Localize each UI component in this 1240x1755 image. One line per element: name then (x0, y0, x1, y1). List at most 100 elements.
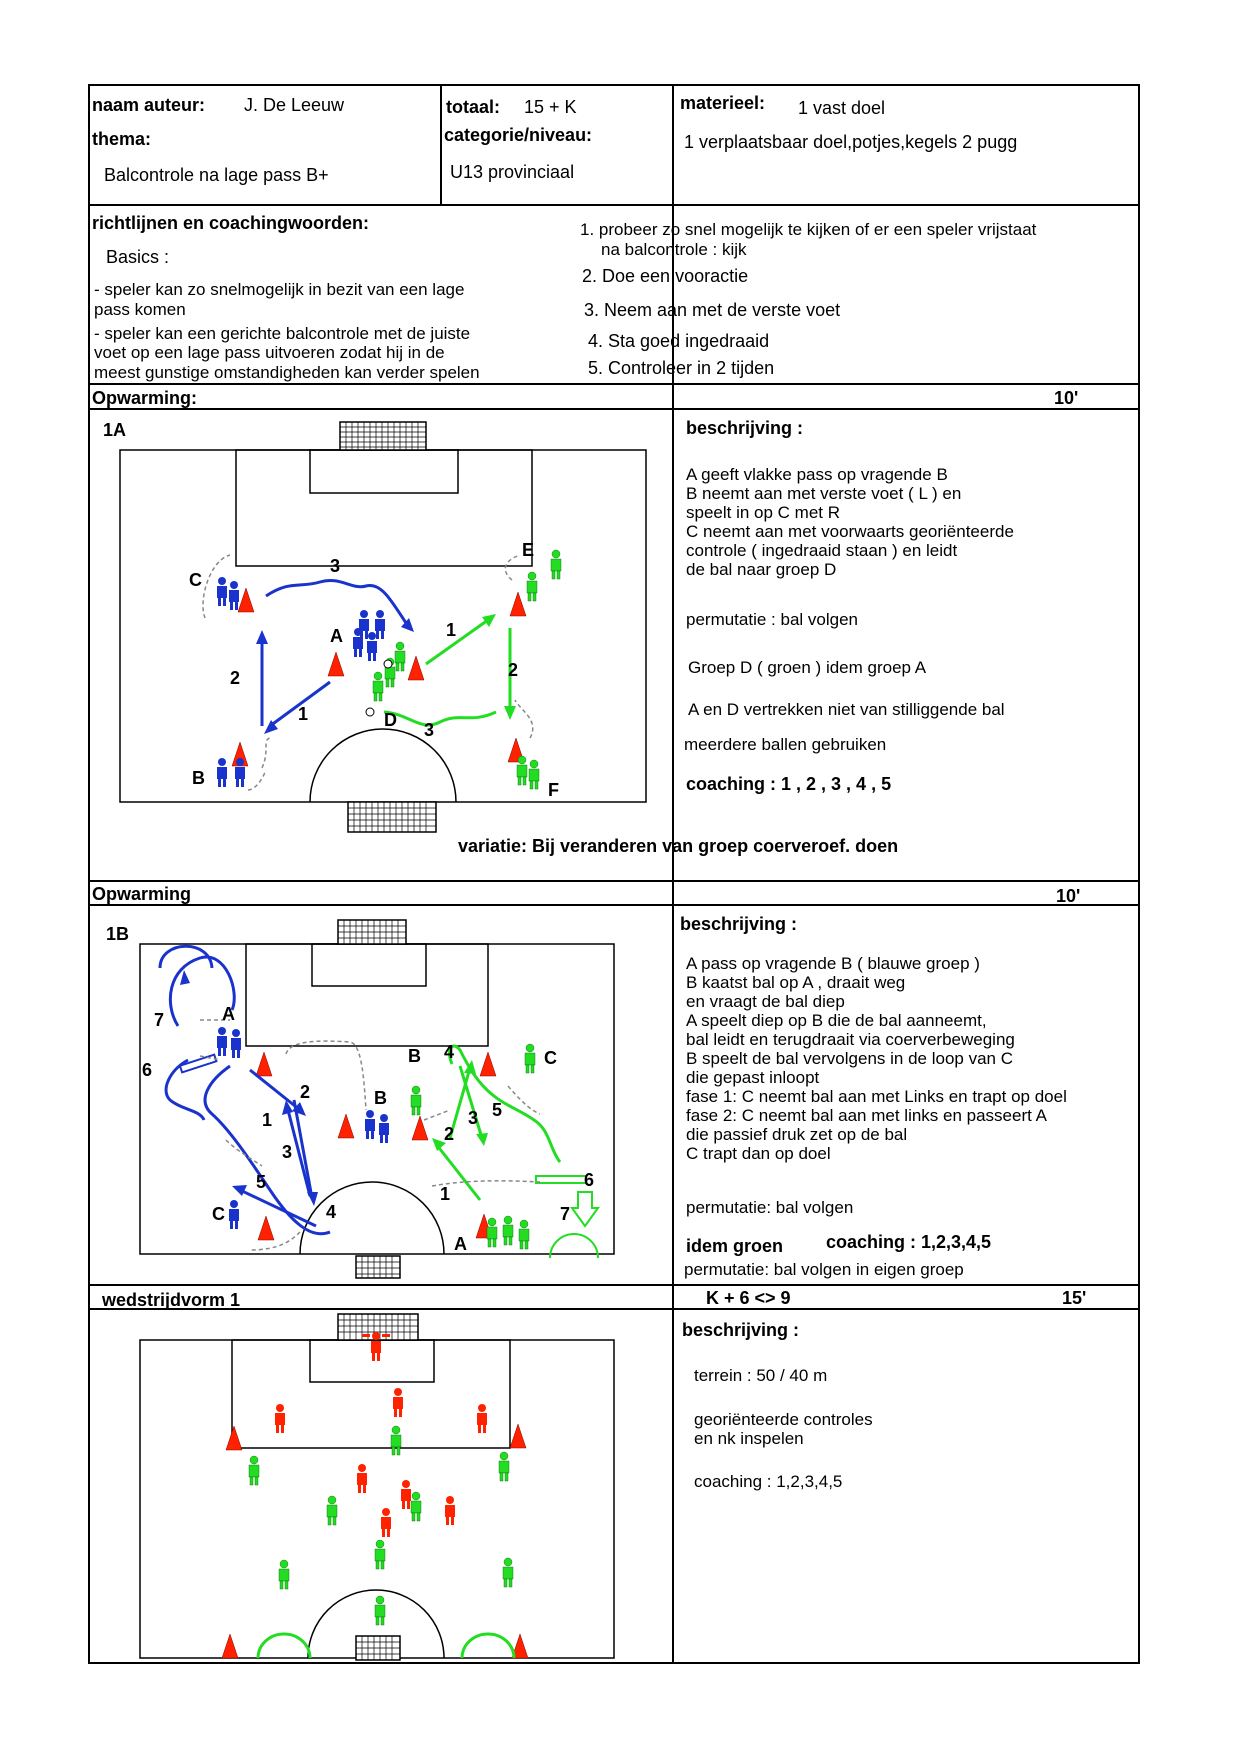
section1-variation: variatie: Bij veranderen van groep coerv… (458, 836, 899, 856)
diagram-number: 3 (330, 556, 340, 576)
player-blue (365, 1110, 375, 1139)
section2-id: 1B (106, 924, 130, 944)
section2-desc-line: fase 2: C neemt bal aan met links en pas… (686, 1106, 1047, 1125)
player-blue (217, 577, 227, 606)
player-green (526, 571, 538, 602)
players-blue-1b (217, 1027, 389, 1229)
player-green (550, 549, 562, 580)
section3-desc-label: beschrijving : (682, 1320, 800, 1340)
cone (511, 1633, 529, 1659)
pass-arrow (286, 1109, 312, 1197)
section2-desc-line: A pass op vragende B ( blauwe groep ) (686, 954, 980, 973)
dribble-path (164, 1058, 206, 1121)
player-green (502, 1215, 514, 1246)
section3-coaching: coaching : 1,2,3,4,5 (694, 1472, 843, 1491)
cone-group (231, 587, 527, 767)
cone (225, 1425, 243, 1451)
players-green-1b (410, 1043, 536, 1250)
player-blue (217, 758, 227, 787)
dribble-path (168, 955, 236, 1027)
diagram-number: 6 (584, 1170, 594, 1190)
section2-idem: idem groen (686, 1236, 784, 1256)
diagram-number: 2 (300, 1082, 310, 1102)
basics-label: Basics : (106, 247, 170, 267)
section2-desc-line: die passief druk zet op de bal (686, 1125, 908, 1144)
players-red-match (275, 1388, 487, 1537)
dribble-path (383, 710, 497, 727)
player-green (516, 755, 528, 786)
diagram-label: A (330, 626, 343, 646)
diagram-number: 1 (298, 704, 308, 724)
section2-desc-label: beschrijving : (680, 914, 798, 934)
pass-arrow (292, 1099, 314, 1199)
diagram-number: 2 (508, 660, 518, 680)
arrows-blue-1a (260, 579, 410, 728)
arrowheads-blue-1b (180, 970, 318, 1206)
pass-arrow (269, 680, 331, 728)
section3-format: K + 6 <> 9 (706, 1288, 791, 1308)
section2-time: 10' (1056, 886, 1081, 906)
diagram-number: 3 (424, 720, 434, 740)
penalty-area (231, 1339, 511, 1449)
run-paths-1a (202, 554, 534, 791)
player-green (528, 759, 540, 790)
cone (407, 655, 425, 681)
player-red (357, 1464, 367, 1493)
diagram-number: 2 (230, 668, 240, 688)
player-green (374, 1595, 386, 1626)
cone (507, 737, 525, 763)
diagram-number: 3 (468, 1108, 478, 1128)
guideline-line: - speler kan een gerichte balcontrole me… (94, 324, 471, 343)
coaching-point: 4. Sta goed ingedraaid (588, 331, 770, 351)
arrows-green-1b (434, 1044, 562, 1201)
player-green (326, 1495, 338, 1526)
section2-desc-line: A speelt diep op B die de bal aanneemt, (686, 1011, 987, 1030)
dribble-path (265, 579, 410, 627)
section1-coaching: coaching : 1 , 2 , 3 , 4 , 5 (686, 774, 892, 794)
player-red (275, 1404, 285, 1433)
player-blue (229, 581, 239, 610)
cone (237, 587, 255, 613)
players-blue-1a (217, 577, 385, 787)
section1-title: Opwarming: (92, 388, 198, 408)
section1-desc-line: controle ( ingedraaid staan ) en leidt (686, 541, 958, 560)
category-value: U13 provinciaal (450, 162, 575, 182)
diagram-number: 1 (262, 1110, 272, 1130)
section2-desc-line: B kaatst bal op A , draait weg (686, 973, 906, 992)
guideline-line: voet op een lage pass uitvoeren zodat hi… (94, 343, 445, 362)
cone-group (221, 1423, 529, 1659)
diagram-number: 7 (154, 1010, 164, 1030)
section1-permutation: permutatie : bal volgen (686, 610, 858, 629)
cone (479, 1051, 497, 1077)
pass-arrow (249, 1068, 301, 1112)
section2-coaching: coaching : 1,2,3,4,5 (826, 1232, 992, 1252)
player-blue (217, 1027, 227, 1056)
section1-group-d: Groep D ( groen ) idem groep A (688, 658, 927, 677)
player-blue (375, 610, 385, 639)
theme-value: Balcontrole na lage pass B+ (104, 165, 329, 185)
balls-1a (365, 659, 393, 717)
section1-desc-line: A geeft vlakke pass op vragende B (686, 465, 948, 484)
diagram-number: 6 (142, 1060, 152, 1080)
diagram-label: B (408, 1046, 421, 1066)
section2-desc-line: die gepast inloopt (686, 1068, 820, 1087)
player-green (390, 1425, 402, 1456)
arrowheads-green-1b (432, 1060, 488, 1151)
player-red (401, 1480, 411, 1509)
labels-1a: A B C D E F 1 1 2 2 3 3 (189, 540, 559, 800)
section2-title: Opwarming (92, 884, 192, 904)
player-green (498, 1451, 510, 1482)
coaching-point: 2. Doe een vooractie (582, 266, 749, 286)
diagram-number: 5 (492, 1100, 502, 1120)
player-green (278, 1559, 290, 1590)
diagram-number: 4 (444, 1042, 454, 1062)
center-arc (307, 1589, 445, 1659)
total-value: 15 + K (524, 97, 577, 117)
player-blue (379, 1114, 389, 1143)
pass-arrow (425, 618, 489, 666)
diagram-label: F (548, 780, 559, 800)
cone (221, 1633, 239, 1659)
